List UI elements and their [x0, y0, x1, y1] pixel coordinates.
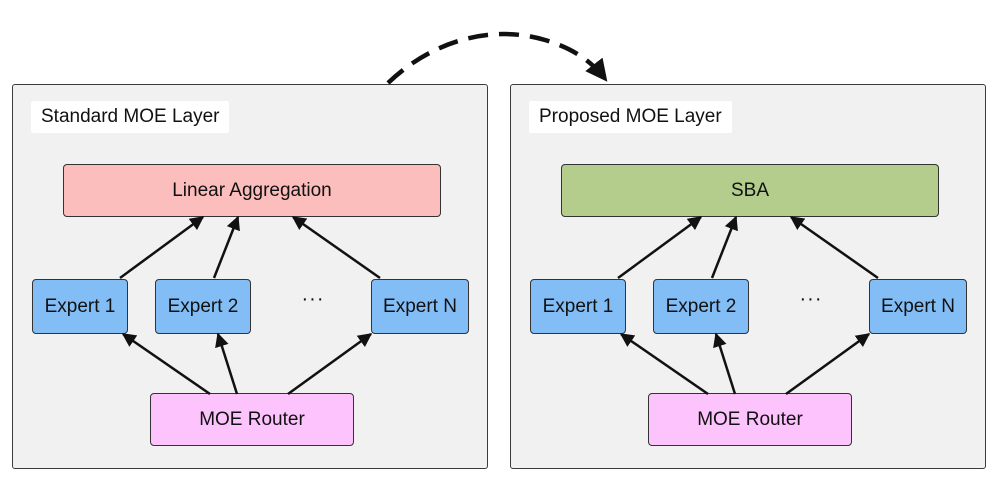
expert-n-box: Expert N: [869, 279, 967, 334]
more-experts-ellipsis: ···: [799, 288, 823, 310]
standard-moe-layer-title: Standard MOE Layer: [31, 101, 230, 133]
expert-2-box: Expert 2: [155, 279, 251, 334]
moe-router-box: MOE Router: [150, 393, 354, 446]
expert-1-box: Expert 1: [530, 279, 626, 334]
standard-moe-layer-panel: Standard MOE Layer Linear Aggregation Ex…: [12, 84, 488, 469]
proposed-moe-layer-panel: Proposed MOE Layer SBA Expert 1 Expert 2…: [510, 84, 986, 469]
more-experts-ellipsis: ···: [301, 288, 325, 310]
expert-n-box: Expert N: [371, 279, 469, 334]
dashed-transition-arrow: [386, 31, 608, 85]
linear-aggregation-box: Linear Aggregation: [63, 164, 441, 217]
proposed-moe-layer-title: Proposed MOE Layer: [529, 101, 732, 133]
moe-router-box: MOE Router: [648, 393, 852, 446]
sba-box: SBA: [561, 164, 939, 217]
expert-1-box: Expert 1: [32, 279, 128, 334]
expert-2-box: Expert 2: [653, 279, 749, 334]
